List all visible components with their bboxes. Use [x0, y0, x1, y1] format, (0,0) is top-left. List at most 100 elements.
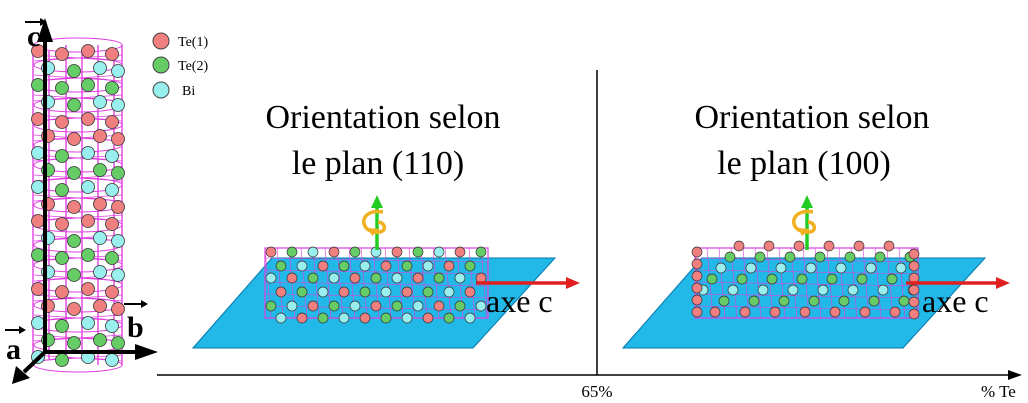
bi-atom	[391, 272, 403, 284]
panel-110-title-line1: Orientation selon	[265, 99, 500, 136]
crystal-bi-atom	[31, 146, 45, 160]
te1-atom	[286, 272, 298, 284]
a-axis-label: a	[6, 333, 21, 366]
crystal-te2-atom	[81, 78, 95, 92]
te2-atom	[718, 295, 730, 307]
bi-atom	[895, 262, 907, 274]
panel-110-title: Orientation selon le plan (110)	[265, 99, 500, 182]
crystal-te2-atom	[67, 64, 81, 78]
crystal-te1-atom	[31, 112, 45, 126]
te2-atom	[338, 260, 350, 272]
te1-atom	[265, 246, 277, 258]
bi-atom	[422, 260, 434, 272]
composition-axis-end-label: % Te	[981, 382, 1016, 401]
normal-arrowhead	[801, 195, 813, 208]
panel-110-title-line2: le plan (110)	[292, 145, 464, 182]
slab-bond	[862, 247, 870, 319]
te2-atom	[307, 272, 319, 284]
panel-100-axe-c-label: axe c	[922, 283, 989, 319]
panel-100-title: Orientation selon le plan (100)	[694, 99, 929, 182]
bi-atom	[847, 284, 859, 296]
crystal-bond	[33, 214, 123, 222]
te2-atom	[328, 300, 340, 312]
bi-atom	[835, 262, 847, 274]
crystal-bi-atom	[111, 268, 125, 282]
bi-atom	[433, 246, 445, 258]
te2-atom	[443, 312, 455, 324]
crystal-te1-atom	[81, 214, 95, 228]
te2-atom	[838, 295, 850, 307]
slab-bond	[264, 281, 489, 287]
te1-atom	[853, 240, 865, 252]
bi-atom	[307, 246, 319, 258]
te2-atom	[433, 272, 445, 284]
legend-te2-swatch	[152, 56, 170, 74]
c-axis-label: c	[27, 20, 40, 53]
crystal-bi-atom	[111, 234, 125, 248]
c-axis-arrowhead	[37, 18, 53, 42]
te2-atom	[754, 251, 766, 263]
te1-atom	[691, 294, 703, 306]
bi-atom	[775, 262, 787, 274]
te1-atom	[709, 306, 721, 318]
normal-arrowhead	[371, 195, 383, 208]
a-axis-line	[22, 350, 47, 374]
crystal-bond	[33, 114, 123, 122]
axe-c-arrowhead	[566, 277, 580, 289]
crystal-te2-atom	[55, 319, 69, 333]
te2-atom	[706, 273, 718, 285]
te1-atom	[359, 312, 371, 324]
te2-atom	[724, 251, 736, 263]
te1-atom	[769, 306, 781, 318]
crystal-te2-atom	[55, 251, 69, 265]
legend-bi-label: Bi	[182, 84, 195, 99]
bi-atom	[727, 284, 739, 296]
te1-atom	[464, 286, 476, 298]
crystal-structure-column	[31, 37, 125, 373]
te2-atom	[844, 251, 856, 263]
te2-atom	[736, 273, 748, 285]
crystal-te1-atom	[111, 200, 125, 214]
crystal-bi-atom	[111, 64, 125, 78]
panel-110-axe-c-label: axe c	[486, 283, 553, 319]
te1-atom	[349, 272, 361, 284]
te1-atom	[859, 306, 871, 318]
te2-atom	[317, 312, 329, 324]
te1-atom	[908, 296, 920, 308]
te2-atom	[766, 273, 778, 285]
te1-atom	[380, 260, 392, 272]
legend-te1-swatch	[152, 32, 170, 50]
crystal-te1-atom	[81, 282, 95, 296]
slab-bond	[694, 269, 919, 275]
crystal-bond	[33, 74, 123, 82]
bi-atom	[715, 262, 727, 274]
bi-atom	[349, 300, 361, 312]
te2-atom	[898, 295, 910, 307]
crystal-bond	[33, 314, 123, 322]
crystal-bi-atom	[105, 149, 119, 163]
te1-atom	[338, 286, 350, 298]
c-vector-tip	[40, 18, 47, 26]
crystal-te1-atom	[55, 285, 69, 299]
bi-atom	[359, 260, 371, 272]
crystal-bi-atom	[93, 95, 107, 109]
te2-atom	[412, 246, 424, 258]
bi-atom	[286, 300, 298, 312]
te2-atom	[475, 246, 487, 258]
te1-atom	[799, 306, 811, 318]
te1-atom	[691, 246, 703, 258]
te1-atom	[739, 306, 751, 318]
b-axis-arrowhead	[135, 344, 158, 360]
bi-atom	[817, 284, 829, 296]
crystal-bi-atom	[93, 231, 107, 245]
panel-100-title-line1: Orientation selon	[694, 99, 929, 136]
bi-atom	[745, 262, 757, 274]
crystal-bi-atom	[93, 265, 107, 279]
te1-atom	[433, 300, 445, 312]
te2-atom	[380, 312, 392, 324]
crystal-te2-atom	[105, 251, 119, 265]
crystal-bi-atom	[93, 61, 107, 75]
te1-atom	[443, 260, 455, 272]
te2-atom	[874, 251, 886, 263]
